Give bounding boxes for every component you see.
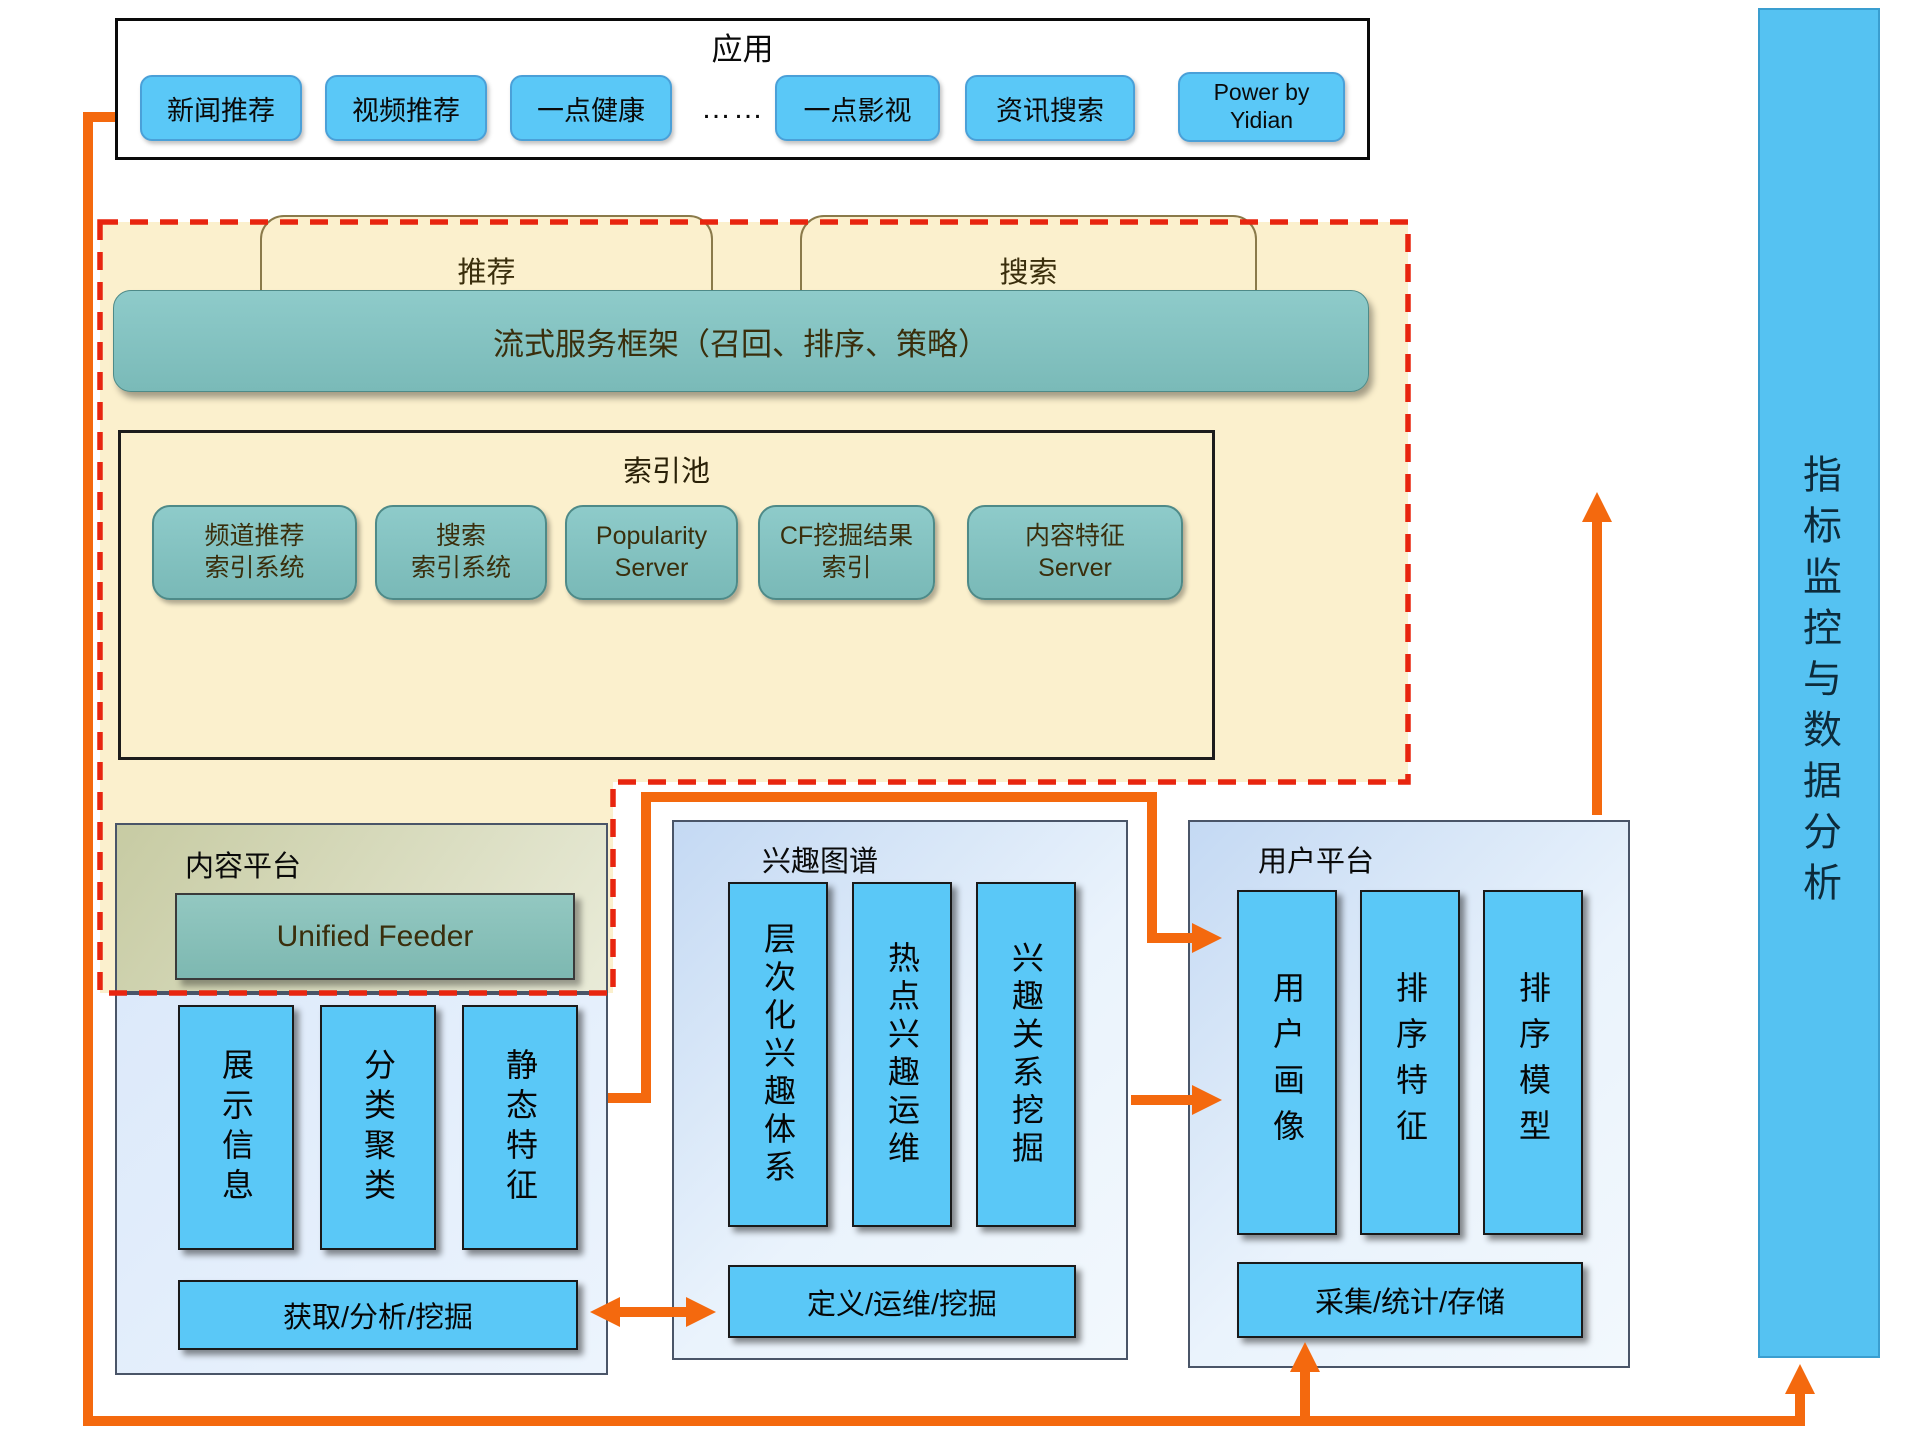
ranking-feature-label: 排序特征 bbox=[1392, 970, 1428, 1155]
index-box-line: 索引 bbox=[821, 553, 872, 582]
ranking-feature-box: 排序特征 bbox=[1360, 890, 1460, 1235]
interest-graph-title: 兴趣图谱 bbox=[762, 846, 879, 878]
hot-interest-ops-box: 热点兴趣运维 bbox=[852, 882, 952, 1227]
index-box-line: Popularity bbox=[595, 522, 708, 551]
collect-stat-store-box: 采集/统计/存储 bbox=[1237, 1262, 1583, 1338]
display-info-label: 展示信息 bbox=[218, 1047, 254, 1208]
classify-cluster-label: 分类聚类 bbox=[360, 1047, 396, 1208]
fetch-analyze-mine-box: 获取/分析/挖掘 bbox=[178, 1280, 578, 1350]
index-box-line: 频道推荐 bbox=[204, 522, 305, 551]
hot-interest-ops-label: 热点兴趣运维 bbox=[884, 940, 920, 1169]
unified-feeder-box: Unified Feeder bbox=[175, 893, 575, 980]
define-ops-mine-box: 定义/运维/挖掘 bbox=[728, 1265, 1076, 1338]
hierarchical-interest-label: 层次化兴趣体系 bbox=[760, 921, 796, 1188]
index-box-line: 搜索 bbox=[435, 522, 486, 551]
index-box-cf-mining: CF挖掘结果 索引 bbox=[758, 505, 935, 600]
user-profile-label: 用户画像 bbox=[1269, 970, 1305, 1155]
app-box-yidian-movies: 一点影视 bbox=[775, 75, 940, 141]
static-feature-box: 静态特征 bbox=[462, 1005, 578, 1250]
metric-monitor-label: 指标监控与数据分析 bbox=[1797, 453, 1841, 913]
hierarchical-interest-box: 层次化兴趣体系 bbox=[728, 882, 828, 1227]
app-box-news-recommend: 新闻推荐 bbox=[140, 75, 302, 141]
app-box-info-search: 资讯搜索 bbox=[965, 75, 1135, 141]
index-box-search-index: 搜索 索引系统 bbox=[375, 505, 547, 600]
index-box-channel-recommend: 频道推荐 索引系统 bbox=[152, 505, 357, 600]
index-box-line: 内容特征 bbox=[1024, 522, 1125, 551]
ellipsis-dots: …… bbox=[701, 92, 765, 125]
index-pool-title: 索引池 bbox=[622, 456, 710, 488]
app-box-power-by-yidian: Power by Yidian bbox=[1178, 72, 1345, 142]
user-profile-box: 用户画像 bbox=[1237, 890, 1337, 1235]
ranking-model-box: 排序模型 bbox=[1483, 890, 1583, 1235]
interest-relation-mining-box: 兴趣关系挖掘 bbox=[976, 882, 1076, 1227]
metric-monitor-bar: 指标监控与数据分析 bbox=[1758, 8, 1880, 1358]
classify-cluster-box: 分类聚类 bbox=[320, 1005, 436, 1250]
app-box-yidian-health: 一点健康 bbox=[510, 75, 672, 141]
index-box-popularity-server: Popularity Server bbox=[565, 505, 738, 600]
ranking-model-label: 排序模型 bbox=[1515, 970, 1551, 1155]
streaming-framework-bar: 流式服务框架（召回、排序、策略） bbox=[113, 290, 1369, 392]
static-feature-label: 静态特征 bbox=[502, 1047, 538, 1208]
app-box-video-recommend: 视频推荐 bbox=[325, 75, 487, 141]
index-box-line: 索引系统 bbox=[204, 553, 305, 582]
user-platform-title: 用户平台 bbox=[1258, 846, 1375, 878]
index-box-line: 索引系统 bbox=[410, 553, 511, 582]
index-box-line: Server bbox=[1038, 553, 1112, 582]
index-box-line: Server bbox=[614, 553, 689, 582]
application-title: 应用 bbox=[711, 32, 774, 67]
index-box-content-feature-server: 内容特征 Server bbox=[967, 505, 1183, 600]
interest-relation-mining-label: 兴趣关系挖掘 bbox=[1008, 940, 1044, 1169]
content-platform-title: 内容平台 bbox=[185, 851, 302, 883]
display-info-box: 展示信息 bbox=[178, 1005, 294, 1250]
index-box-line: CF挖掘结果 bbox=[779, 522, 914, 551]
